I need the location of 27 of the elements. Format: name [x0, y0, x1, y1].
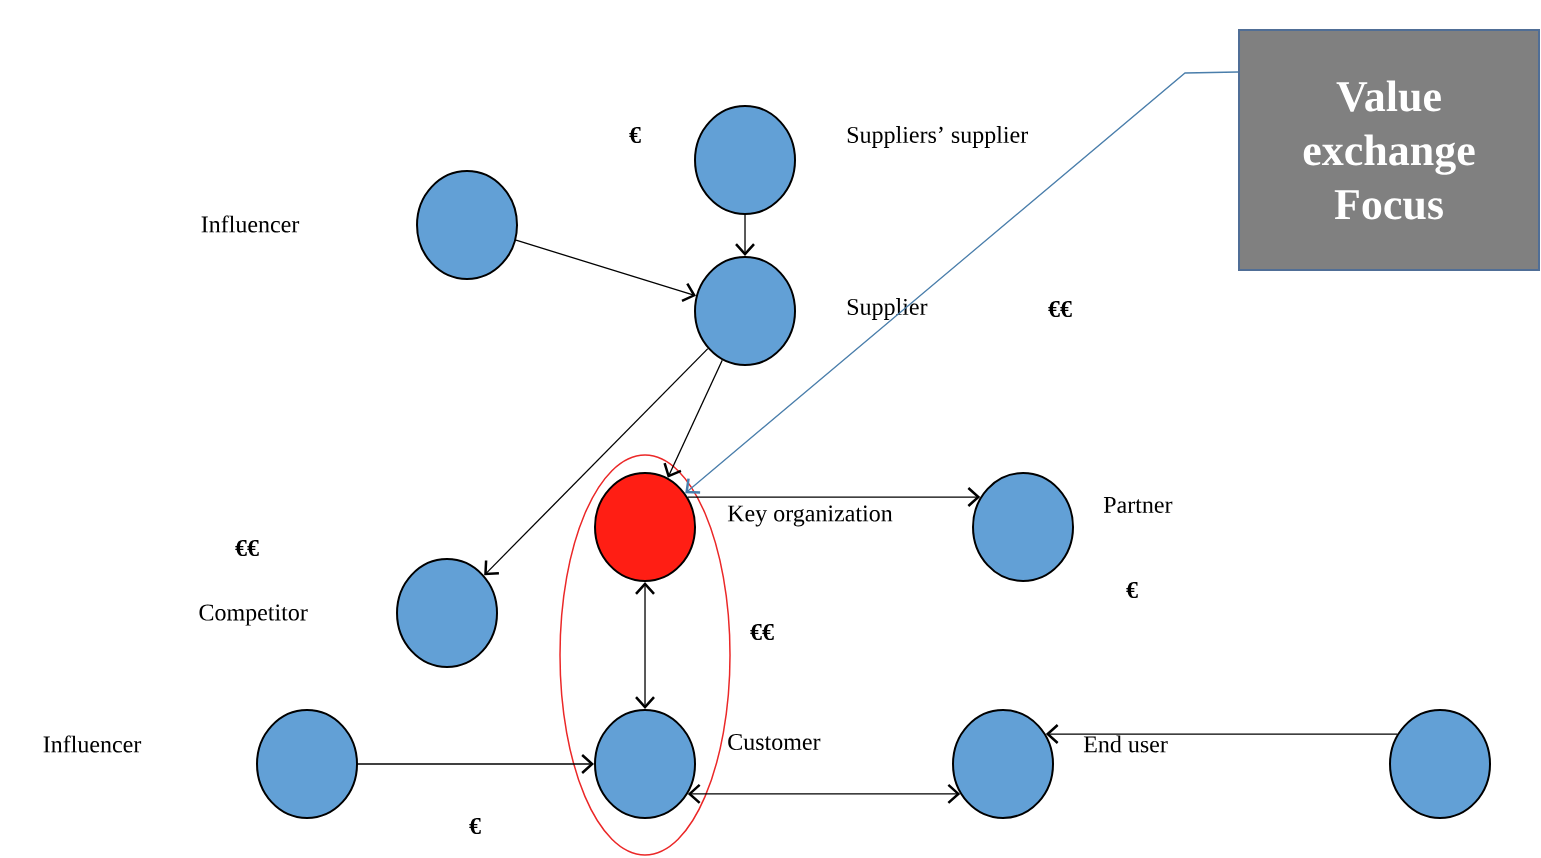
currency-label: €	[469, 817, 481, 835]
node-label: Suppliers’ supplier	[845, 125, 1030, 149]
arrow	[735, 214, 755, 256]
arrow	[357, 754, 594, 774]
leader-line	[685, 71, 1239, 494]
arrow	[663, 359, 723, 478]
circle	[1389, 709, 1491, 819]
circle	[256, 709, 358, 819]
arrow	[1045, 724, 1398, 744]
arrow	[515, 239, 696, 303]
currency-label: €€	[235, 539, 259, 557]
currency-label: €€	[1048, 300, 1072, 318]
arrow	[687, 487, 981, 507]
circle	[416, 170, 518, 280]
node-label: Influencer	[201, 215, 300, 233]
arrow	[484, 348, 709, 576]
arrow	[687, 784, 961, 804]
node-label: Customer	[726, 732, 822, 752]
arrow	[635, 582, 655, 709]
callout-box: Value exchange Focus	[1238, 29, 1540, 271]
node-label: Key organization	[726, 504, 894, 528]
node-label: Competitor	[197, 603, 309, 627]
node-label: Influencer	[43, 735, 142, 753]
node-label: Partner	[1102, 496, 1174, 514]
currency-label: €	[1126, 581, 1138, 599]
currency-label: €	[629, 126, 641, 144]
currency-label: €€	[750, 623, 774, 641]
